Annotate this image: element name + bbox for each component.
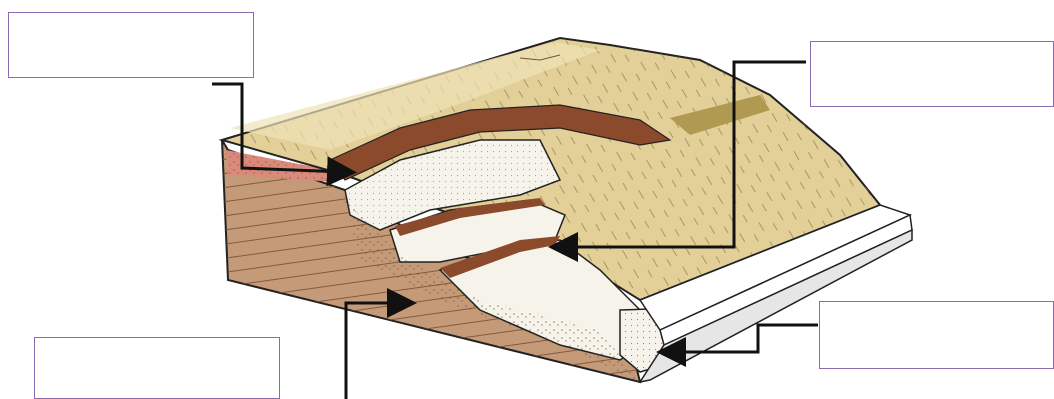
label-box-bottom-right[interactable] [819,301,1054,369]
label-box-top-right[interactable] [810,41,1054,107]
label-box-top-left[interactable] [8,12,254,78]
label-text-bottom-left [35,338,279,350]
label-text-bottom-right [820,302,1053,314]
label-box-bottom-left[interactable] [34,337,280,399]
label-text-top-right [811,42,1053,54]
label-text-top-left [9,13,253,25]
